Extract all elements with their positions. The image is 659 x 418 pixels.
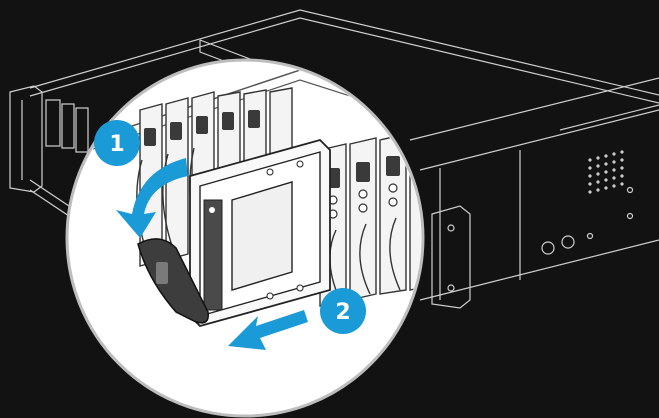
drive-bay-screws-right [328, 183, 398, 219]
tray-latch-handle [137, 238, 209, 324]
drive-bay-latches-left [144, 110, 260, 146]
step-1-rotate-arrow-icon [116, 158, 188, 238]
right-rack-ear [431, 205, 471, 309]
server-chassis [29, 9, 659, 301]
step-1-badge: 1 [94, 120, 140, 166]
rear-vent-grille [588, 150, 624, 194]
step-2-number: 2 [335, 300, 350, 325]
step-2-pull-arrow-icon [228, 310, 308, 350]
drive-bays-right [319, 131, 421, 307]
rear-ports [541, 186, 634, 255]
left-rack-ear [9, 85, 89, 193]
step-1-number: 1 [109, 132, 124, 157]
drive-tray [189, 138, 331, 328]
step-2-badge: 2 [320, 288, 366, 334]
callout-content [69, 69, 421, 328]
